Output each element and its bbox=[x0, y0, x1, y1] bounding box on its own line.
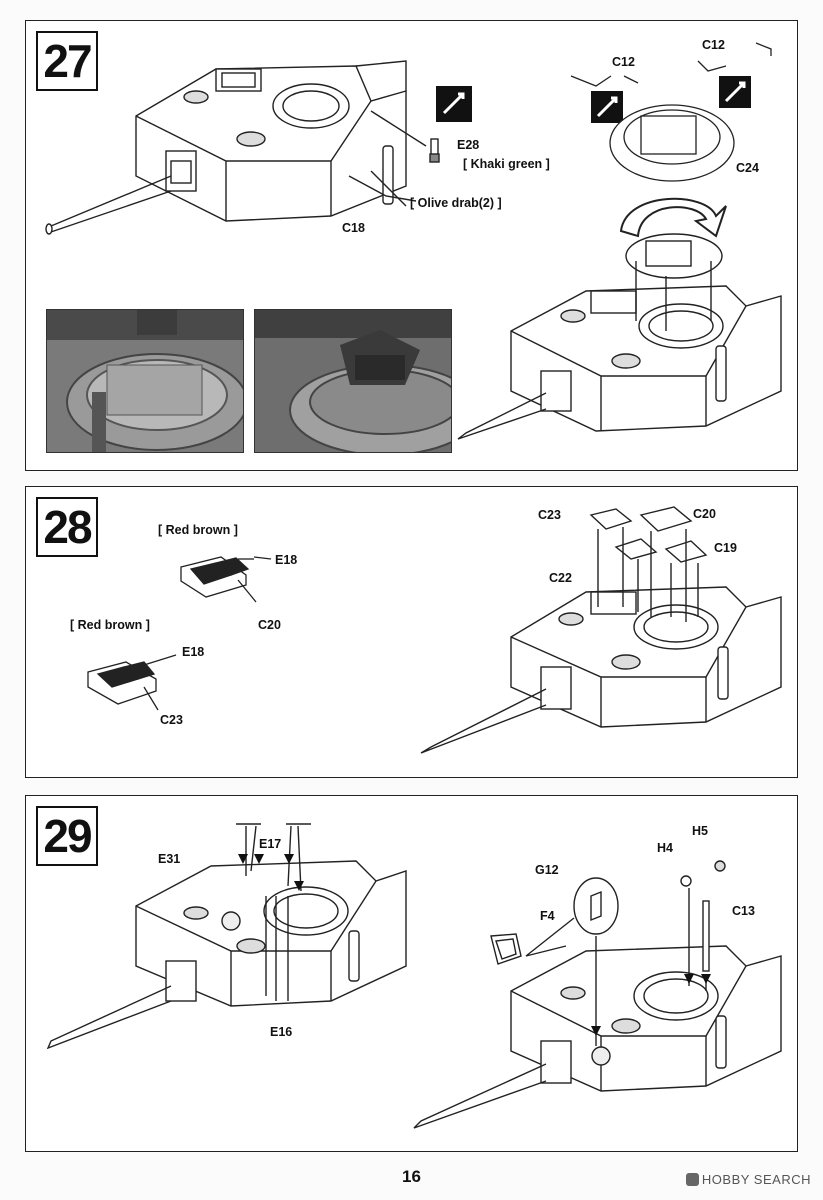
label-red-brown-1: [ Red brown ] bbox=[158, 523, 238, 537]
label-olive-drab: [ Olive drab(2) ] bbox=[410, 196, 502, 210]
step-27-drawing bbox=[45, 42, 782, 440]
page-number: 16 bbox=[402, 1167, 421, 1186]
label-khaki-green: [ Khaki green ] bbox=[463, 157, 550, 171]
watermark-text: HOBBY SEARCH bbox=[701, 1172, 811, 1187]
step-number-28: 28 bbox=[36, 497, 98, 557]
label-c20-1: C20 bbox=[258, 618, 281, 632]
label-c18: C18 bbox=[342, 221, 365, 235]
step-28-drawing bbox=[87, 506, 782, 754]
hobby-search-logo-icon bbox=[685, 1173, 699, 1186]
step-29-drawing bbox=[46, 823, 782, 1129]
step-29-panel: 29 bbox=[25, 795, 798, 1152]
step-28-panel: 28 bbox=[25, 486, 798, 778]
label-g12: G12 bbox=[535, 863, 559, 877]
watermark: HOBBY SEARCH bbox=[685, 1172, 811, 1187]
reference-photo-hatch-closed bbox=[254, 309, 452, 453]
step-27-panel: 27 bbox=[25, 20, 798, 471]
label-e18-1: E18 bbox=[275, 553, 298, 567]
step-number-27: 27 bbox=[36, 31, 98, 91]
label-c22: C22 bbox=[549, 571, 572, 585]
turret-drawing bbox=[135, 65, 407, 222]
label-h5: H5 bbox=[692, 824, 708, 838]
label-c23-1: C23 bbox=[160, 713, 183, 727]
label-e16: E16 bbox=[270, 1025, 293, 1039]
label-c24: C24 bbox=[736, 161, 759, 175]
label-red-brown-2: [ Red brown ] bbox=[70, 618, 150, 632]
label-c23-2: C23 bbox=[538, 508, 561, 522]
reference-photo-hatch-open bbox=[46, 309, 244, 453]
label-e31: E31 bbox=[158, 852, 181, 866]
label-e28: E28 bbox=[457, 138, 480, 152]
label-f4: F4 bbox=[540, 909, 555, 923]
label-c12-left: C12 bbox=[612, 55, 635, 69]
step-number-29: 29 bbox=[36, 806, 98, 866]
label-c19: C19 bbox=[714, 541, 737, 555]
label-h4: H4 bbox=[657, 841, 673, 855]
label-c13: C13 bbox=[732, 904, 755, 918]
label-c12-right: C12 bbox=[702, 38, 725, 52]
label-e17: E17 bbox=[259, 837, 282, 851]
label-c20-2: C20 bbox=[693, 507, 716, 521]
label-e18-2: E18 bbox=[182, 645, 205, 659]
